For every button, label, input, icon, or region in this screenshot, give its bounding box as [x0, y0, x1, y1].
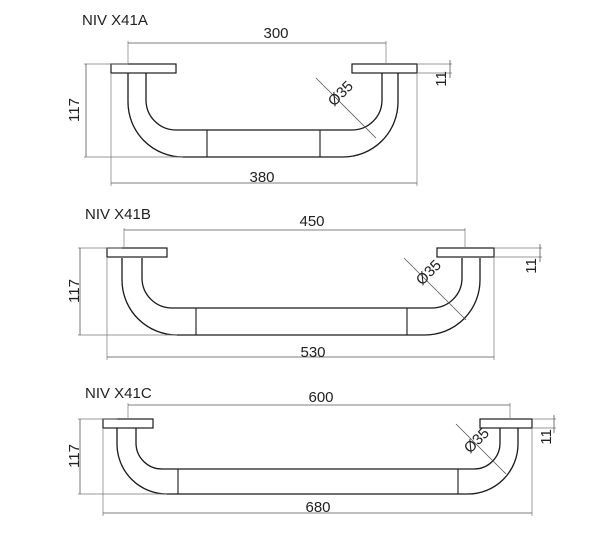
wall-flange-right: [436, 247, 495, 258]
model-title: NIV X41A: [82, 12, 148, 29]
diameter-leader: [403, 257, 467, 321]
height-label: 117: [66, 279, 83, 303]
diameter-leader: [315, 77, 377, 139]
grab-bar-outer-outline: [127, 73, 399, 158]
overall-length-label: 530: [300, 344, 325, 361]
drawing-niv-x41b: NIV X41B 450 530 117 11 Ø35: [66, 206, 542, 361]
overall-length-label: 380: [249, 169, 274, 186]
flange-thickness-label: 11: [523, 258, 540, 274]
grab-bar-inner-outline: [145, 73, 383, 131]
center-distance-label: 600: [308, 389, 333, 406]
diameter-label: Ø35: [325, 78, 357, 110]
flange-thickness-label: 11: [433, 71, 450, 87]
model-title: NIV X41C: [85, 385, 152, 402]
model-title: NIV X41B: [85, 206, 151, 223]
diameter-label: Ø35: [413, 257, 445, 289]
wall-flange-left: [110, 63, 177, 74]
height-label: 117: [66, 98, 83, 122]
diameter-leader: [455, 423, 507, 475]
flange-thickness-label: 11: [538, 429, 555, 445]
grab-bar-outer-outline: [116, 428, 519, 495]
overall-length-label: 680: [305, 499, 330, 516]
wall-flange-left: [102, 418, 154, 429]
wall-flange-right: [479, 418, 533, 429]
wall-flange-right: [351, 63, 418, 74]
height-label: 117: [66, 444, 83, 468]
center-distance-label: 450: [299, 213, 324, 230]
diameter-label: Ø35: [461, 425, 493, 457]
grab-bar-inner-outline: [135, 428, 501, 470]
drawing-niv-x41a: NIV X41A 300 380 117 11 Ø35: [66, 12, 452, 186]
wall-flange-left: [106, 247, 168, 258]
drawing-niv-x41c: NIV X41C 600 680 117 11 Ø35: [66, 385, 556, 516]
center-distance-label: 300: [263, 25, 288, 42]
grab-bar-inner-outline: [141, 258, 463, 309]
grab-bar-outer-outline: [121, 258, 481, 336]
